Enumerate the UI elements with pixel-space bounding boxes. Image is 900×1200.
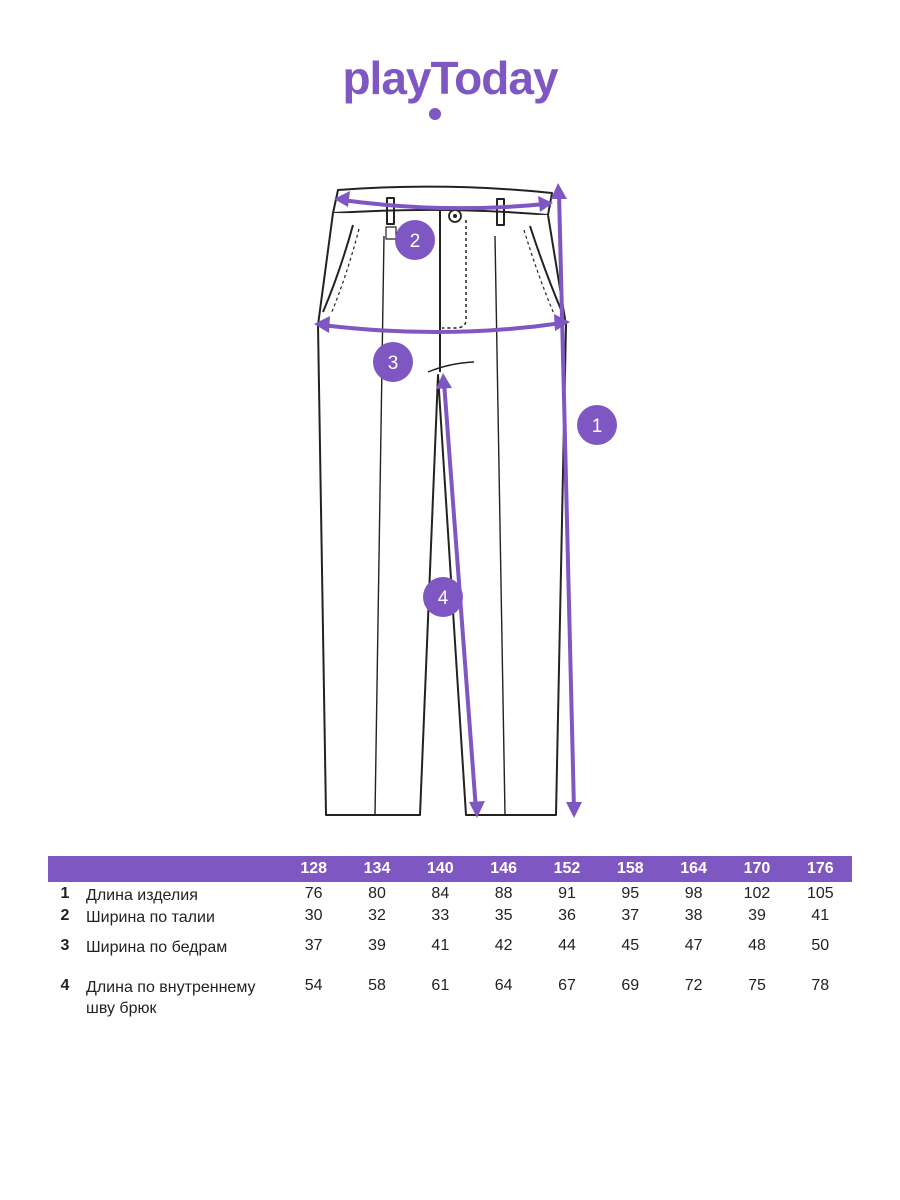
crease-right bbox=[494, 235, 506, 816]
row-number: 3 bbox=[60, 937, 70, 954]
table-cell: 95 bbox=[621, 885, 640, 902]
table-cell: 30 bbox=[304, 907, 323, 924]
table-cell: 41 bbox=[811, 907, 830, 924]
table-cell: 78 bbox=[811, 977, 830, 994]
crease-left bbox=[374, 235, 385, 816]
measure-line-hips bbox=[320, 321, 564, 334]
table-cell: 61 bbox=[431, 977, 450, 994]
table-cell: 98 bbox=[684, 885, 703, 902]
trousers-diagram: 1 2 3 4 bbox=[314, 183, 617, 818]
arrowhead-waist-right bbox=[538, 196, 553, 212]
marker-4: 4 bbox=[423, 577, 463, 617]
marker-4-label: 4 bbox=[438, 588, 449, 609]
size-header: 164 bbox=[661, 856, 726, 882]
table-cell: 80 bbox=[368, 885, 386, 902]
size-header: 140 bbox=[408, 856, 472, 882]
table-cell: 67 bbox=[558, 977, 576, 994]
size-header: 134 bbox=[345, 856, 409, 882]
table-row: 1 Длина изделия 76 80 84 88 91 95 98 102… bbox=[48, 882, 852, 907]
size-header: 128 bbox=[282, 856, 346, 882]
waistband bbox=[332, 185, 553, 216]
row-label: Ширина по бедрам bbox=[86, 939, 228, 956]
measure-line-length bbox=[557, 190, 576, 812]
trousers-outline-icon bbox=[317, 185, 567, 816]
marker-2-label: 2 bbox=[410, 231, 421, 252]
table-cell: 84 bbox=[431, 885, 450, 902]
table-cell: 42 bbox=[494, 937, 513, 954]
table-cell: 41 bbox=[431, 937, 450, 954]
pocket-right-stitch bbox=[523, 229, 555, 315]
row-number: 2 bbox=[60, 907, 70, 924]
table-row: 4 Длина по внутреннему шву брюк 54 58 61… bbox=[48, 977, 852, 1047]
crotch-mark bbox=[427, 361, 475, 373]
size-table: 128 134 140 146 152 158 164 170 176 1 Дл… bbox=[48, 856, 852, 1047]
pocket-left-stitch bbox=[330, 228, 360, 315]
table-cell: 91 bbox=[558, 885, 576, 902]
marker-3: 3 bbox=[373, 342, 413, 382]
pocket-right bbox=[529, 225, 563, 313]
table-cell: 58 bbox=[368, 977, 386, 994]
table-cell: 33 bbox=[431, 907, 450, 924]
table-cell: 38 bbox=[684, 907, 703, 924]
size-header: 170 bbox=[725, 856, 789, 882]
table-cell: 44 bbox=[558, 937, 576, 954]
header-blank bbox=[82, 856, 282, 882]
size-header: 146 bbox=[471, 856, 536, 882]
logo-dot-icon bbox=[429, 108, 441, 120]
belt-loop-right bbox=[496, 198, 505, 226]
fly-stitch bbox=[442, 220, 467, 329]
table-cell: 39 bbox=[368, 937, 386, 954]
row-number: 1 bbox=[60, 885, 70, 902]
table-cell: 105 bbox=[806, 885, 834, 902]
arrowhead-length-top bbox=[551, 183, 567, 199]
arrowhead-length-bottom bbox=[566, 802, 582, 818]
table-cell: 47 bbox=[684, 937, 703, 954]
size-header: 152 bbox=[535, 856, 599, 882]
table-cell: 102 bbox=[743, 885, 771, 902]
size-header: 158 bbox=[598, 856, 662, 882]
marker-3-label: 3 bbox=[388, 353, 399, 374]
brand-logo-text: playToday bbox=[342, 52, 559, 104]
marker-2: 2 bbox=[395, 220, 435, 260]
trousers-body bbox=[317, 212, 567, 816]
arrowhead-inseam-top bbox=[436, 373, 452, 389]
arrowhead-waist-left bbox=[334, 191, 350, 207]
table-cell: 37 bbox=[621, 907, 640, 924]
table-row: 3 Ширина по бедрам 37 39 41 42 44 45 47 … bbox=[48, 937, 852, 977]
table-cell: 75 bbox=[748, 977, 766, 994]
waist-button-dot bbox=[453, 214, 457, 218]
measure-line-waist bbox=[340, 198, 547, 211]
marker-1-label: 1 bbox=[592, 416, 603, 437]
table-cell: 69 bbox=[621, 977, 640, 994]
table-cell: 50 bbox=[811, 937, 830, 954]
table-cell: 64 bbox=[494, 977, 513, 994]
table-cell: 36 bbox=[558, 907, 576, 924]
table-cell: 45 bbox=[621, 937, 640, 954]
table-cell: 54 bbox=[304, 977, 323, 994]
table-cell: 39 bbox=[748, 907, 766, 924]
table-cell: 37 bbox=[304, 937, 323, 954]
size-header: 176 bbox=[788, 856, 852, 882]
row-number: 4 bbox=[60, 977, 70, 994]
arrowhead-inseam-bottom bbox=[469, 801, 485, 818]
table-row: 2 Ширина по талии 30 32 33 35 36 37 38 3… bbox=[48, 907, 852, 937]
brand-logo: playToday bbox=[342, 52, 560, 120]
size-header-row: 128 134 140 146 152 158 164 170 176 bbox=[48, 856, 852, 882]
table-cell: 48 bbox=[748, 937, 766, 954]
table-cell: 72 bbox=[684, 977, 703, 994]
table-cell: 35 bbox=[494, 907, 513, 924]
table-cell: 32 bbox=[368, 907, 386, 924]
marker-1: 1 bbox=[577, 405, 617, 445]
table-cell: 76 bbox=[304, 885, 323, 902]
row-label: Ширина по талии bbox=[86, 909, 215, 926]
row-label: Длина изделия bbox=[86, 887, 198, 904]
arrowhead-hips-left bbox=[314, 316, 330, 333]
table-cell: 88 bbox=[494, 885, 513, 902]
belt-loop-left bbox=[386, 197, 395, 225]
arrowhead-hips-right bbox=[554, 314, 570, 331]
header-blank bbox=[48, 856, 82, 882]
size-tag bbox=[385, 226, 397, 240]
pocket-left bbox=[322, 224, 354, 313]
row-label: Длина по внутреннему шву брюк bbox=[86, 979, 256, 1017]
